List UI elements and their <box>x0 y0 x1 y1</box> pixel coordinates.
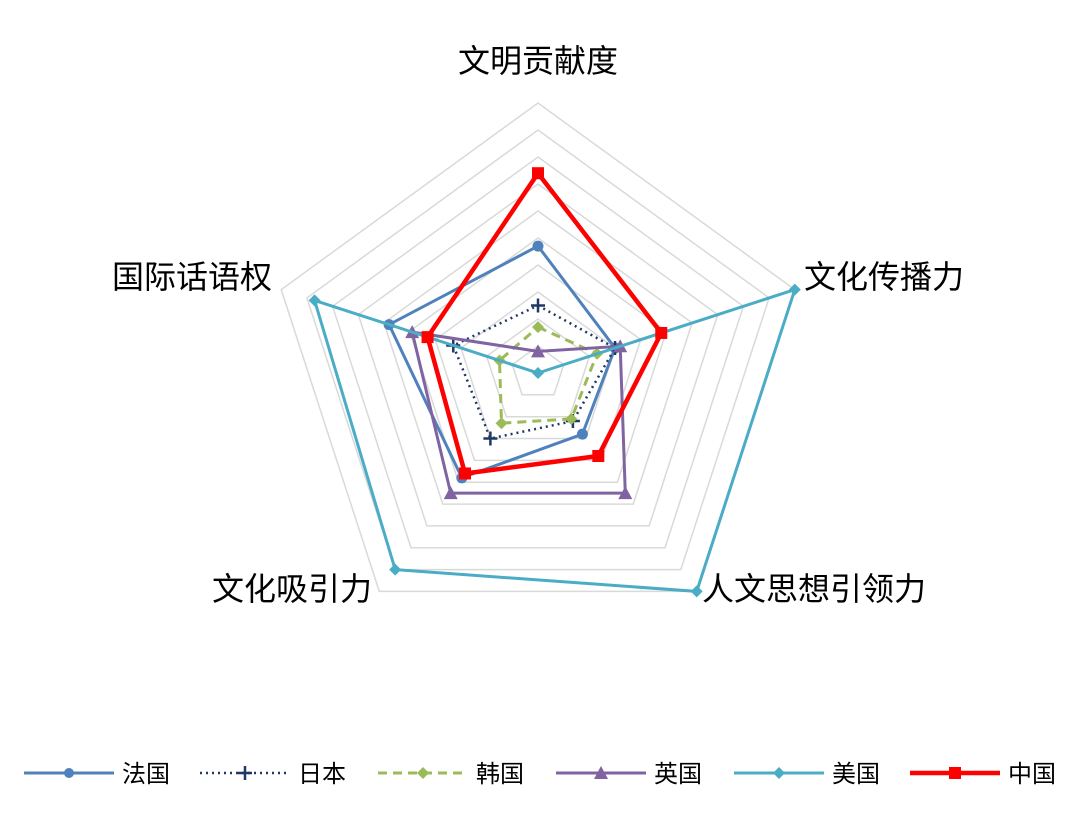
legend-item-japan: 日本 <box>200 760 346 788</box>
data-point <box>389 563 402 576</box>
series-line-5 <box>425 169 664 476</box>
legend-label-uk: 英国 <box>654 760 702 788</box>
grid-ring-9 <box>306 129 770 571</box>
data-point <box>690 585 703 598</box>
legend-item-usa: 美国 <box>734 760 880 788</box>
legend-marker-usa <box>773 767 785 779</box>
legend-label-korea: 韩国 <box>476 760 524 788</box>
grid-ring-5 <box>408 237 668 483</box>
data-point <box>531 344 545 358</box>
data-point <box>421 331 434 344</box>
series-line-4 <box>312 287 798 593</box>
legend-marker-japan <box>238 766 252 780</box>
data-point <box>443 486 458 500</box>
legend-item-china: 中国 <box>910 760 1056 788</box>
grid-ring-3 <box>460 291 616 440</box>
series-5 <box>421 167 668 480</box>
data-point <box>483 431 498 446</box>
legend-marker-france <box>64 768 74 778</box>
legend-item-france: 法国 <box>24 760 170 788</box>
data-point <box>655 326 668 339</box>
legend-label-usa: 美国 <box>832 760 880 788</box>
data-point <box>565 412 578 425</box>
legend-marker-china <box>949 767 961 779</box>
data-point <box>532 367 544 379</box>
data-point <box>495 417 508 430</box>
legend-label-japan: 日本 <box>298 760 346 788</box>
legend-label-china: 中国 <box>1008 760 1056 788</box>
grid-ring-8 <box>331 156 745 549</box>
grid-ring-10 <box>280 102 796 593</box>
data-point <box>532 321 544 334</box>
data-point <box>532 167 544 180</box>
radar-series <box>308 167 801 598</box>
axis-label-thought-leadership: 人文思想引领力 <box>702 570 926 608</box>
data-point <box>592 450 605 463</box>
legend-item-korea: 韩国 <box>378 760 524 788</box>
legend-marker-korea <box>417 767 429 779</box>
data-point <box>618 486 633 500</box>
series-line-1 <box>451 304 617 440</box>
series-line-0 <box>387 244 617 480</box>
axis-label-discourse-power: 国际话语权 <box>112 258 272 296</box>
axis-label-spread: 文化传播力 <box>804 258 964 296</box>
data-point <box>458 467 471 480</box>
series-2 <box>493 321 604 430</box>
grid-ring-7 <box>357 183 719 527</box>
grid-ring-4 <box>434 264 642 462</box>
data-point <box>788 283 801 296</box>
data-point <box>531 298 545 313</box>
axis-label-contribution: 文明贡献度 <box>458 42 618 80</box>
series-line-2 <box>497 325 600 425</box>
legend: 法国 日本 韩国 英国 美国 中国 <box>24 760 1056 788</box>
grid-ring-1 <box>511 345 565 396</box>
legend-label-france: 法国 <box>122 760 170 788</box>
data-point <box>576 428 588 440</box>
radar-grid <box>280 102 796 593</box>
data-point <box>308 294 321 307</box>
axis-label-attraction: 文化吸引力 <box>212 570 372 608</box>
series-4 <box>308 283 801 598</box>
legend-item-uk: 英国 <box>556 760 702 788</box>
data-point <box>532 240 544 252</box>
legend-marker-uk <box>594 766 608 779</box>
grid-ring-6 <box>383 210 693 505</box>
